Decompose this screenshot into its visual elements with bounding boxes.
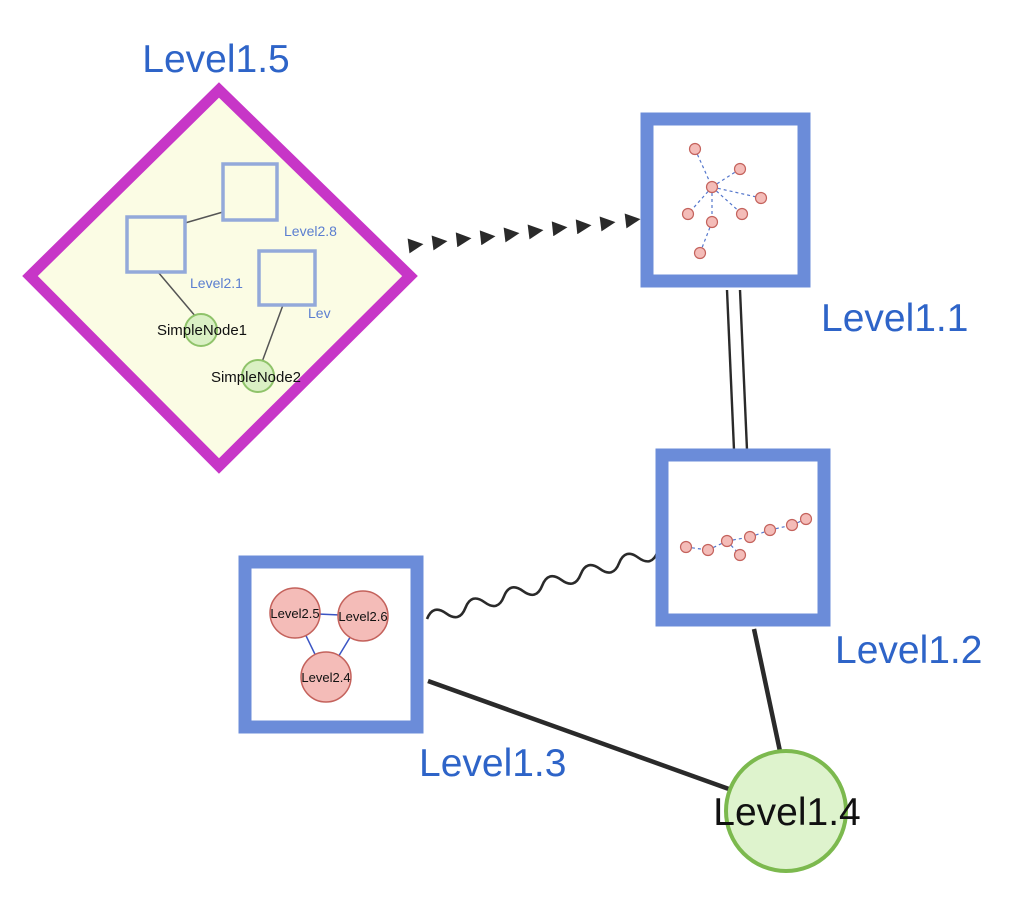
node-level1-3[interactable]: Level2.5 Level2.6 Level2.4	[238, 555, 424, 734]
subgraph-node[interactable]	[733, 548, 747, 562]
node-level2-1[interactable]	[125, 215, 187, 274]
label-level1-3: Level1.3	[419, 742, 566, 785]
level15-simple-nodes	[184, 313, 275, 393]
label-level2-8: Level2.8	[284, 223, 337, 239]
level15-inner-edges	[157, 211, 284, 363]
subgraph-node[interactable]	[785, 518, 799, 532]
subgraph-node[interactable]	[735, 207, 749, 221]
edge-level28-level21[interactable]	[184, 211, 224, 224]
subgraph-node[interactable]	[799, 512, 813, 526]
label-level1-2: Level1.2	[835, 629, 982, 672]
diamond-shape[interactable]	[22, 82, 418, 474]
edge-lev-simplenode2[interactable]	[261, 304, 284, 363]
edge-level11-level12[interactable]	[725, 289, 749, 451]
subgraph-edge	[711, 186, 743, 215]
subgraph-edge	[694, 148, 713, 188]
edge-level15-level11[interactable]	[407, 213, 641, 254]
subgraph-node[interactable]	[743, 530, 757, 544]
top-level-edges	[407, 213, 784, 796]
node-level1-2[interactable]	[655, 448, 831, 627]
level13-subgraph-labels: Level2.5 Level2.6 Level2.4	[270, 606, 387, 685]
level11-frame[interactable]	[640, 112, 811, 288]
level13-subgraph-nodes	[269, 587, 389, 703]
node-simplenode1[interactable]	[184, 313, 218, 347]
subgraph-node[interactable]	[688, 142, 702, 156]
label-level2-1: Level2.1	[190, 275, 243, 291]
label-level2-4: Level2.4	[301, 670, 350, 685]
edge-level21-simplenode1[interactable]	[157, 271, 197, 318]
node-level2-5[interactable]	[269, 587, 321, 639]
subgraph-node[interactable]	[733, 162, 747, 176]
subgraph-node[interactable]	[681, 207, 695, 221]
label-level1-5: Level1.5	[142, 38, 289, 81]
level14-shape[interactable]	[724, 749, 848, 873]
node-level1-4[interactable]: Level1.4	[713, 749, 861, 873]
node-level2-6[interactable]	[337, 590, 389, 642]
subgraph-node[interactable]	[705, 180, 719, 194]
subgraph-node[interactable]	[693, 246, 707, 260]
edge-level12-level14[interactable]	[751, 628, 784, 757]
label-simplenode1: SimpleNode1	[157, 322, 247, 339]
edge-level13-level12[interactable]	[425, 546, 659, 625]
node-lev[interactable]	[257, 249, 317, 307]
level15-inner-square-labels: Level2.8 Level2.1 Lev	[190, 223, 337, 321]
label-lev: Lev	[308, 305, 331, 321]
subgraph-node[interactable]	[705, 215, 719, 229]
subgraph-node[interactable]	[679, 540, 693, 554]
label-simplenode2: SimpleNode2	[211, 369, 301, 386]
edge-level13-level14[interactable]	[427, 678, 741, 796]
node-level2-4[interactable]	[300, 651, 352, 703]
node-simplenode2[interactable]	[241, 359, 275, 393]
level15-inner-squares	[125, 162, 317, 307]
subgraph-node[interactable]	[754, 191, 768, 205]
node-level1-5[interactable]: Level2.8 Level2.1 Lev SimpleNode1 Simple…	[22, 82, 418, 474]
level12-frame[interactable]	[655, 448, 831, 627]
level12-subgraph-nodes	[679, 512, 813, 562]
subgraph-node[interactable]	[763, 523, 777, 537]
label-level1-1: Level1.1	[821, 297, 968, 340]
level11-subgraph-nodes	[681, 142, 768, 260]
node-level1-1[interactable]	[640, 112, 811, 288]
node-level2-8[interactable]	[221, 162, 279, 222]
label-level1-4: Level1.4	[713, 791, 860, 834]
subgraph-node[interactable]	[720, 534, 734, 548]
label-level2-5: Level2.5	[270, 606, 319, 621]
label-level2-6: Level2.6	[338, 609, 387, 624]
level15-simple-node-labels: SimpleNode1 SimpleNode2	[157, 322, 301, 386]
subgraph-node[interactable]	[701, 543, 715, 557]
subgraph-edge	[711, 186, 762, 199]
